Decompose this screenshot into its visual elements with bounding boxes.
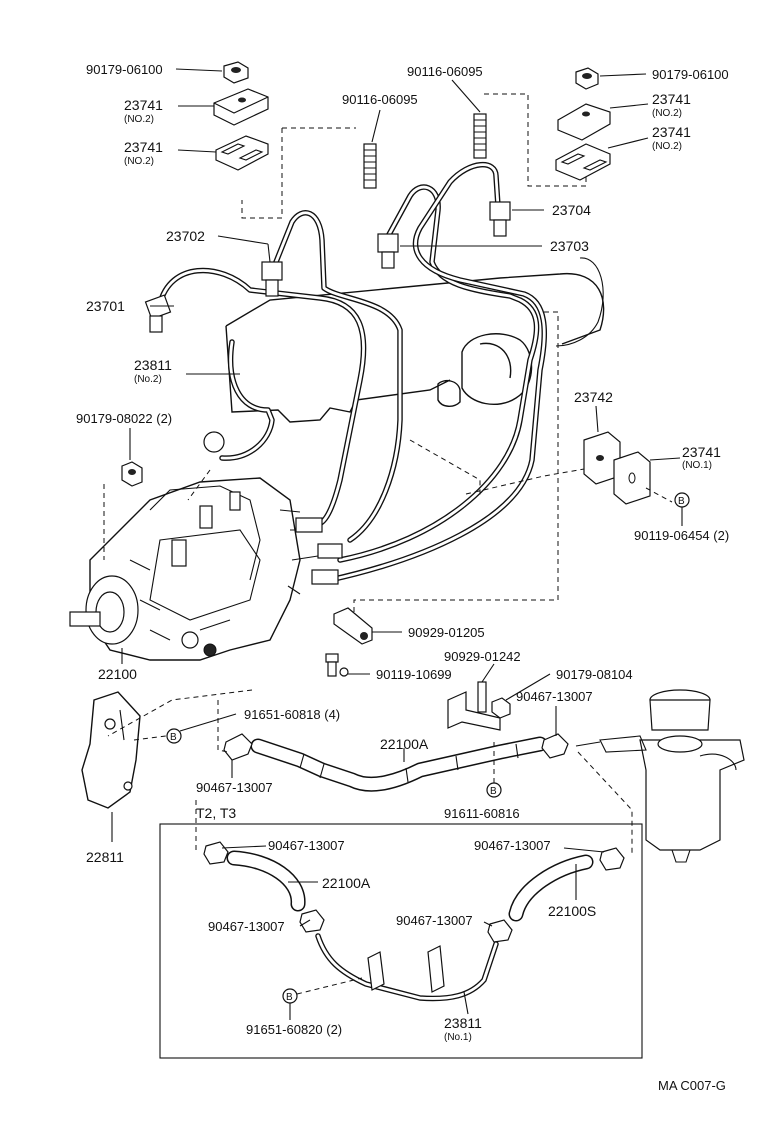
hose-clip-90467-13007-a <box>223 733 253 761</box>
injection-pump-22100 <box>69 431 343 661</box>
clamp-23741-no2-b <box>215 135 269 171</box>
label-90467-13007-e: 90467-13007 <box>474 838 551 853</box>
callout-b-91651-60818: B <box>166 728 182 744</box>
label-23741-no2-b-sub: (NO.2) <box>124 156 154 167</box>
callout-marker-b2: B <box>170 732 177 743</box>
clamp-90929-01205 <box>333 607 373 645</box>
label-23811-no1: 23811 <box>444 1015 482 1031</box>
label-23741-no1: 23741 <box>682 444 721 460</box>
label-23811-no1-sub: (No.1) <box>444 1032 472 1043</box>
callout-marker-b4: B <box>286 992 293 1003</box>
callout-marker-b1: B <box>678 496 685 507</box>
label-23703: 23703 <box>550 238 589 254</box>
label-91611-60816: 91611-60816 <box>444 806 520 821</box>
label-90119-10699: 90119-10699 <box>376 667 452 682</box>
nut-90179-06100-right <box>575 67 599 90</box>
stud-90116-06095-top <box>473 113 487 159</box>
label-23702: 23702 <box>166 228 205 244</box>
bolt-90119-10699 <box>325 653 349 677</box>
hose-clip-90467-13007-c <box>203 841 229 865</box>
pipe-fitting-23701 <box>144 294 172 333</box>
label-23741-no1-sub: (NO.1) <box>682 460 712 471</box>
injection-pipes <box>157 161 547 583</box>
nut-90179-08104 <box>491 697 511 719</box>
label-90467-13007-d: 90467-13007 <box>208 919 285 934</box>
label-22100: 22100 <box>98 666 137 682</box>
label-22100A-upper: 22100A <box>380 736 429 752</box>
callout-b-91611-60816: B <box>486 782 502 798</box>
label-90467-13007-b: 90467-13007 <box>516 689 593 704</box>
hose-clip-90467-13007-e <box>599 847 625 871</box>
label-23741-no2-a-sub: (NO.2) <box>124 114 154 125</box>
nut-90179-06100-left <box>223 61 249 84</box>
stud-90116-06095-mid <box>363 143 377 189</box>
label-23741-no2-b: 23741 <box>124 139 163 155</box>
label-90467-13007-f: 90467-13007 <box>396 913 473 928</box>
fuel-pipe-23811-no1 <box>315 933 499 1002</box>
label-23741-no2-d: 23741 <box>652 124 691 140</box>
callout-marker-b3: B <box>490 786 497 797</box>
label-90929-01205: 90929-01205 <box>408 625 485 640</box>
hose-clip-90467-13007-b <box>541 733 569 759</box>
label-91651-60818: 91651-60818 (4) <box>244 707 340 722</box>
fuel-filter <box>575 689 745 863</box>
label-23704: 23704 <box>552 202 591 218</box>
clamp-23741-no2-d <box>555 143 611 181</box>
label-90119-06454: 90119-06454 (2) <box>634 528 729 543</box>
callout-b-91651-60820: B <box>282 988 298 1004</box>
label-90179-06100-left: 90179-06100 <box>86 62 163 77</box>
label-23741-no2-d-sub: (NO.2) <box>652 141 682 152</box>
variant-box-t2-t3 <box>159 823 643 1059</box>
label-23741-no2-c: 23741 <box>652 91 691 107</box>
label-90179-06100-right: 90179-06100 <box>652 67 729 82</box>
label-23741-no2-a: 23741 <box>124 97 163 113</box>
bracket-22811 <box>81 691 141 809</box>
pipe-fitting-23702 <box>261 261 283 297</box>
clamp-23741-no2-a <box>213 88 269 126</box>
hose-clip-90467-13007-d <box>299 909 325 933</box>
label-23701: 23701 <box>86 298 125 314</box>
label-90467-13007-c: 90467-13007 <box>268 838 345 853</box>
pipe-fitting-23704 <box>489 201 511 237</box>
hose-clip-90467-13007-f <box>487 919 513 943</box>
label-22811: 22811 <box>86 849 124 865</box>
diagram-code: MA C007-G <box>658 1078 726 1093</box>
label-23741-no2-c-sub: (NO.2) <box>652 108 682 119</box>
engine-block-outline <box>225 257 605 423</box>
label-91651-60820: 91651-60820 (2) <box>246 1022 342 1037</box>
label-23811-no2-sub: (No.2) <box>134 374 162 385</box>
nut-90179-08022 <box>121 461 143 487</box>
label-90929-01242: 90929-01242 <box>444 649 521 664</box>
label-23742: 23742 <box>574 389 613 405</box>
label-90116-06095-top: 90116-06095 <box>407 64 483 79</box>
clamp-23741-no1 <box>613 451 651 505</box>
fuel-hose-22100A-upper <box>250 736 548 792</box>
label-90179-08104: 90179-08104 <box>556 667 633 682</box>
label-90467-13007-a: 90467-13007 <box>196 780 273 795</box>
clamp-23741-no2-c <box>557 103 611 141</box>
pipe-fitting-23703 <box>377 233 399 269</box>
fuel-hose-22100A-lower <box>226 850 306 912</box>
fuel-hose-22100S <box>508 854 594 922</box>
label-90179-08022: 90179-08022 (2) <box>76 411 172 426</box>
label-23811-no2: 23811 <box>134 357 172 373</box>
label-22100S: 22100S <box>548 903 596 919</box>
variant-label-t2-t3: T2, T3 <box>196 805 236 821</box>
label-22100A-lower: 22100A <box>322 875 371 891</box>
callout-b-90119-06454: B <box>674 492 690 508</box>
label-90116-06095-mid: 90116-06095 <box>342 92 418 107</box>
